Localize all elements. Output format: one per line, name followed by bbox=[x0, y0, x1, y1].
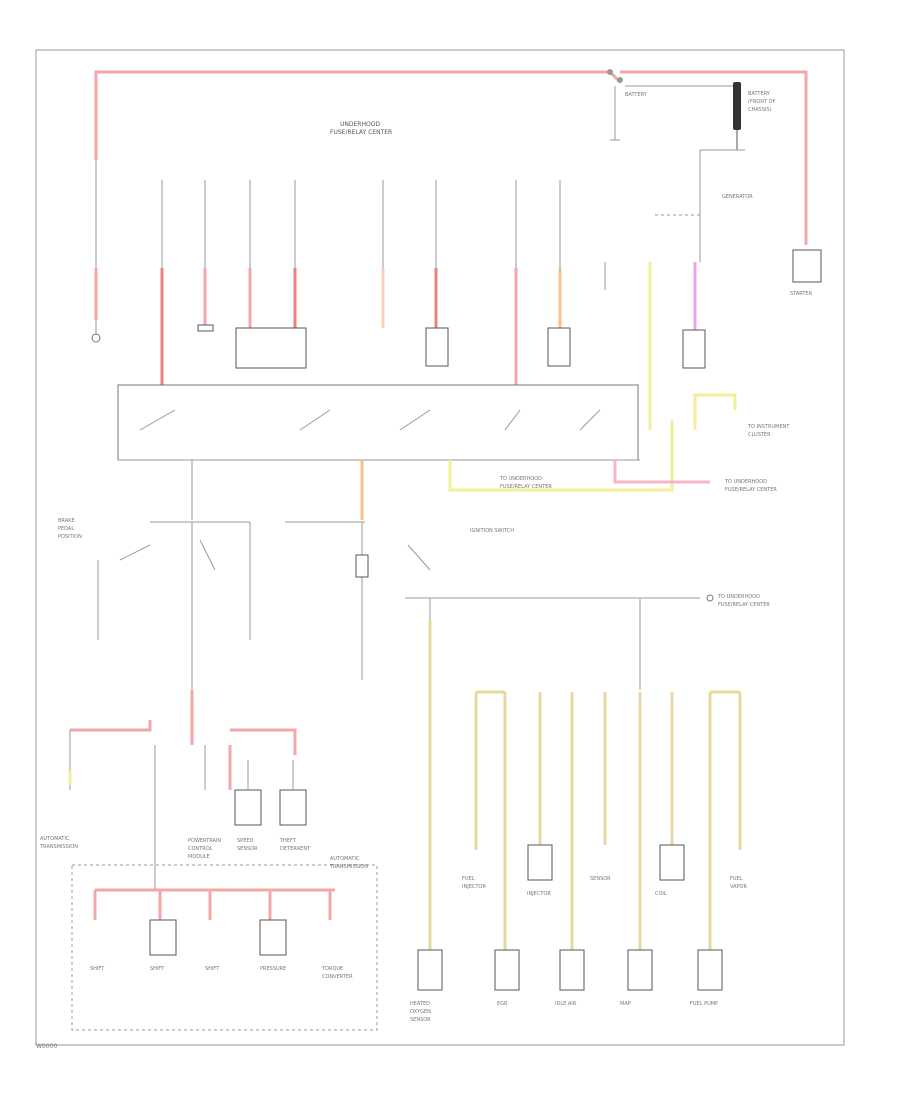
svg-text:(FRONT OF: (FRONT OF bbox=[748, 99, 776, 105]
svg-text:OXYGEN: OXYGEN bbox=[410, 1009, 431, 1015]
svg-text:POWERTRAIN: POWERTRAIN bbox=[188, 838, 221, 844]
svg-text:STARTER: STARTER bbox=[790, 291, 813, 297]
svg-text:FUEL PUMP: FUEL PUMP bbox=[690, 1001, 718, 1007]
svg-text:TRANSMISSION: TRANSMISSION bbox=[329, 864, 368, 870]
svg-text:FUSE/RELAY CENTER: FUSE/RELAY CENTER bbox=[718, 602, 770, 608]
svg-text:INJECTOR: INJECTOR bbox=[462, 884, 486, 890]
svg-text:THEFT: THEFT bbox=[279, 838, 297, 844]
svg-text:POSITION: POSITION bbox=[58, 534, 82, 540]
svg-text:SENSOR: SENSOR bbox=[410, 1017, 431, 1023]
fuse-block bbox=[117, 384, 640, 461]
svg-text:TORQUE: TORQUE bbox=[321, 966, 343, 972]
svg-text:CONTROL: CONTROL bbox=[188, 846, 213, 852]
svg-text:CONVERTER: CONVERTER bbox=[322, 974, 353, 980]
svg-text:TO UNDERHOOD: TO UNDERHOOD bbox=[724, 479, 767, 485]
svg-text:SHIFT: SHIFT bbox=[90, 966, 105, 972]
svg-text:TO INSTRUMENT: TO INSTRUMENT bbox=[747, 424, 790, 430]
svg-text:BATTERY: BATTERY bbox=[625, 92, 648, 98]
svg-text:PEDAL: PEDAL bbox=[58, 526, 74, 532]
svg-text:IDLE AIR: IDLE AIR bbox=[555, 1001, 577, 1007]
battery-icon bbox=[733, 82, 741, 150]
svg-text:CLUSTER: CLUSTER bbox=[748, 432, 771, 438]
svg-text:SHIFT: SHIFT bbox=[205, 966, 220, 972]
svg-text:UNDERHOOD: UNDERHOOD bbox=[340, 121, 380, 128]
svg-text:MODULE: MODULE bbox=[188, 854, 210, 860]
svg-text:FUSE/RELAY CENTER: FUSE/RELAY CENTER bbox=[725, 487, 777, 493]
svg-text:EGR: EGR bbox=[497, 1001, 508, 1007]
svg-text:AUTOMATIC: AUTOMATIC bbox=[330, 856, 360, 862]
svg-text:MAP: MAP bbox=[620, 1001, 631, 1007]
svg-text:FUEL: FUEL bbox=[462, 876, 475, 882]
upper-fuse-row bbox=[91, 160, 706, 430]
svg-text:IGNITION SWITCH: IGNITION SWITCH bbox=[470, 528, 514, 534]
svg-text:TO UNDERHOOD: TO UNDERHOOD bbox=[499, 476, 542, 482]
main-battery-feed bbox=[94, 69, 808, 245]
svg-text:BATTERY: BATTERY bbox=[748, 91, 771, 97]
diagram-frame bbox=[35, 49, 845, 1046]
svg-text:GENERATOR: GENERATOR bbox=[722, 194, 753, 200]
svg-text:HEATED: HEATED bbox=[410, 1001, 430, 1007]
svg-text:FUEL: FUEL bbox=[730, 876, 743, 882]
lower-left-loads bbox=[93, 890, 332, 956]
svg-text:BRAKE: BRAKE bbox=[58, 518, 75, 524]
svg-text:SENSOR: SENSOR bbox=[590, 876, 611, 882]
svg-text:FUSE/RELAY CENTER: FUSE/RELAY CENTER bbox=[330, 129, 392, 136]
diagram-id: W0000 bbox=[36, 1043, 58, 1050]
svg-text:FUSE/RELAY CENTER: FUSE/RELAY CENTER bbox=[500, 484, 552, 490]
svg-text:SHIFT: SHIFT bbox=[150, 966, 165, 972]
svg-text:SENSOR: SENSOR bbox=[237, 846, 258, 852]
svg-text:SPEED: SPEED bbox=[237, 838, 254, 844]
starter-component bbox=[792, 249, 822, 283]
svg-text:DETERRENT: DETERRENT bbox=[280, 846, 311, 852]
svg-text:PRESSURE: PRESSURE bbox=[260, 966, 286, 972]
svg-text:AUTOMATIC: AUTOMATIC bbox=[40, 836, 70, 842]
svg-text:COIL: COIL bbox=[655, 891, 667, 897]
svg-text:INJECTOR: INJECTOR bbox=[527, 891, 551, 897]
svg-text:TRANSMISSION: TRANSMISSION bbox=[39, 844, 78, 850]
svg-text:VAPOR: VAPOR bbox=[730, 884, 747, 890]
svg-text:CHASSIS): CHASSIS) bbox=[748, 107, 772, 113]
lower-right-loads bbox=[474, 690, 742, 991]
svg-text:TO UNDERHOOD: TO UNDERHOOD bbox=[717, 594, 760, 600]
